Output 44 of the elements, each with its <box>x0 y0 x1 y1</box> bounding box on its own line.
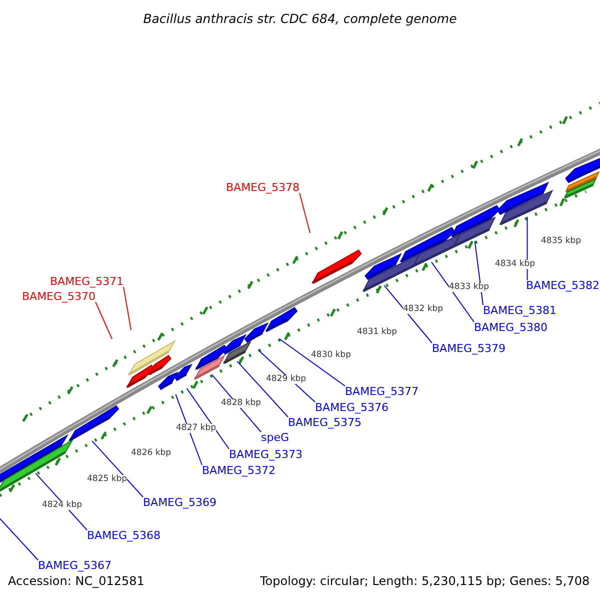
scale-label: 4829 kbp <box>266 375 306 384</box>
gene-label: BAMEG_5373 <box>229 449 303 460</box>
leader-line <box>299 192 310 234</box>
gene-label: speG <box>261 432 290 443</box>
footer-text: Topology: circular; Length: 5,230,115 bp; Genes: 5,708 <box>260 575 590 587</box>
gene-label: BAMEG_5381 <box>483 305 557 316</box>
gene-label: BAMEG_5377 <box>345 386 419 397</box>
leader-line <box>431 262 474 322</box>
gene-label: BAMEG_5368 <box>87 530 161 541</box>
gene-label: BAMEG_5372 <box>202 465 276 476</box>
gene-label: BAMEG_5378 <box>226 182 300 193</box>
gene-label: BAMEG_5376 <box>315 402 389 413</box>
scale-label: 4827 kbp <box>176 424 216 432</box>
leader-line <box>123 286 132 330</box>
gene-label: BAMEG_5369 <box>143 497 217 508</box>
scale-label: 4832 kbp <box>403 305 444 314</box>
scale-label: 4828 kbp <box>221 399 262 408</box>
map-title: Bacillus anthracis str. CDC 684, complete genome <box>142 11 458 26</box>
gene-label: BAMEG_5379 <box>432 343 506 354</box>
gene-label: BAMEG_5370 <box>22 291 96 302</box>
scale-label: 4830 kbp <box>311 351 352 360</box>
leader-line <box>95 302 112 340</box>
leader-line <box>236 360 288 418</box>
scale-label: 4831 kbp <box>357 328 398 336</box>
leader-line <box>526 216 528 280</box>
leader-line <box>92 440 144 498</box>
scale-label: 4835 kbp <box>541 237 582 246</box>
scale-label: 4834 kbp <box>495 260 536 268</box>
gene-label: BAMEG_5375 <box>288 417 362 428</box>
leader-line <box>175 394 202 466</box>
leader-line <box>186 388 230 450</box>
leader-line <box>278 338 346 386</box>
gene-label: BAMEG_5382 <box>526 280 600 291</box>
scale-label: 4826 kbp <box>131 449 172 458</box>
gene-label: BAMEG_5380 <box>474 322 548 333</box>
scale-label: 4833 kbp <box>449 283 490 292</box>
gene-label: BAMEG_5367 <box>38 560 112 571</box>
footer-text: Accession: NC_012581 <box>8 575 144 587</box>
leader-line <box>384 284 432 344</box>
gene-label: BAMEG_5371 <box>50 276 124 287</box>
leader-line <box>474 240 484 306</box>
leader-line <box>35 472 88 530</box>
scale-label: 4824 kbp <box>42 501 82 510</box>
scale-label: 4825 kbp <box>87 475 128 484</box>
